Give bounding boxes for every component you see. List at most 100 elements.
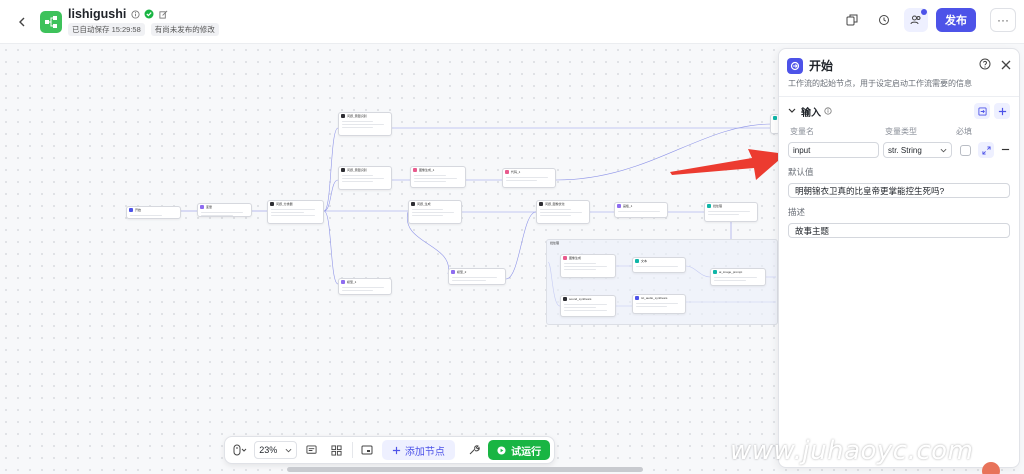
workflow-node[interactable]: 画板_1 — [614, 202, 668, 218]
help-icon[interactable] — [979, 58, 991, 73]
minimap-button[interactable] — [356, 440, 377, 460]
workflow-node[interactable]: 模型_2 — [448, 268, 506, 285]
col-variable-type: 变量类型 — [885, 127, 917, 136]
info-icon[interactable] — [130, 9, 140, 19]
mouse-mode-button[interactable] — [229, 440, 250, 460]
comment-button[interactable] — [301, 440, 322, 460]
header: lishigushi 已自动保存 15:29:58 有尚未发布的修改 发布 ··… — [0, 0, 1024, 44]
workflow-node[interactable]: 问题_分类器 — [267, 200, 324, 224]
workflow-icon — [45, 15, 57, 28]
node-title: 批处理 — [713, 204, 723, 208]
users-icon — [910, 15, 921, 25]
zoom-value: 23% — [259, 445, 278, 455]
watermark-text: www.juhaoyc.com — [730, 436, 974, 466]
node-title: sound_synthesis — [569, 297, 592, 301]
workflow-node[interactable]: 模型_1 — [338, 278, 392, 295]
notification-dot — [921, 9, 927, 15]
add-node-button[interactable]: 添加节点 — [381, 440, 456, 460]
remove-variable-button[interactable] — [1001, 143, 1010, 157]
variable-type-value: str. String — [888, 145, 922, 155]
history-icon — [879, 15, 889, 25]
variable-row: input str. String — [779, 137, 1019, 158]
toolbar-divider — [351, 442, 353, 458]
minimap-icon — [361, 445, 373, 454]
node-title: 问题_图像优化 — [545, 202, 565, 206]
import-icon — [977, 106, 987, 116]
workflow-node[interactable]: txt_audio_synthesis — [632, 294, 686, 314]
panel-description: 工作流的起始节点，用于设定启动工作流需要的信息 — [788, 79, 972, 88]
chevron-down-icon[interactable] — [788, 108, 796, 114]
workflow-node[interactable]: sound_synthesis — [560, 295, 616, 317]
input-section-title: 输入 — [801, 107, 821, 119]
node-title: 图像生成_1 — [419, 168, 435, 172]
edit-icon[interactable] — [158, 9, 168, 19]
description-label: 描述 — [788, 207, 806, 217]
add-variable-button[interactable] — [994, 103, 1010, 119]
workflow-node[interactable]: 图像生成 — [560, 254, 616, 278]
unpublished-status: 有尚未发布的修改 — [150, 23, 219, 36]
test-run-button[interactable]: 试运行 — [488, 440, 551, 460]
workflow-node[interactable]: 问题_图像优化 — [536, 200, 590, 224]
node-title: 模型_2 — [457, 270, 467, 274]
grid-icon — [331, 444, 342, 456]
workflow-node[interactable]: 问题_生成 — [408, 200, 462, 224]
plus-icon — [392, 446, 400, 454]
close-icon[interactable] — [1001, 59, 1011, 73]
import-button[interactable] — [974, 103, 990, 119]
variable-name-input[interactable]: input — [788, 142, 879, 158]
history-button[interactable] — [872, 8, 896, 32]
copy-icon — [846, 14, 858, 26]
mouse-icon — [233, 444, 246, 456]
workflow-node[interactable]: ai_image_prompt — [710, 268, 766, 286]
start-node-panel: 开始 工作流的起始节点，用于设定启动工作流需要的信息 输入 变量名 变量类型 必… — [778, 48, 1020, 468]
expand-button[interactable] — [978, 142, 994, 158]
workflow-node[interactable]: 批处理 — [704, 202, 758, 222]
app-title: lishigushi — [68, 7, 127, 21]
node-title: 变量 — [206, 205, 213, 209]
node-title: 问题_意图识别 — [347, 114, 367, 118]
node-title: 图像生成 — [569, 256, 582, 260]
chevron-down-icon — [285, 448, 292, 452]
variable-type-select[interactable]: str. String — [883, 142, 952, 158]
zoom-select[interactable]: 23% — [254, 441, 298, 459]
copy-button[interactable] — [840, 8, 864, 32]
node-title: 问题_分类器 — [276, 202, 293, 206]
description-input[interactable]: 故事主题 — [788, 223, 1010, 238]
debug-button[interactable] — [463, 440, 484, 460]
wrench-icon — [469, 445, 480, 455]
chevron-down-icon — [940, 148, 947, 152]
workflow-node[interactable]: 文本 — [632, 257, 686, 273]
minus-icon — [1001, 148, 1010, 151]
floating-widget[interactable] — [982, 462, 1000, 474]
node-title: 画板_1 — [623, 204, 633, 208]
play-icon — [497, 445, 506, 455]
horizontal-scrollbar[interactable] — [287, 467, 643, 472]
more-button[interactable]: ··· — [990, 8, 1016, 32]
info-icon[interactable] — [824, 104, 832, 118]
divider — [779, 96, 1019, 97]
autosave-status: 已自动保存 15:29:58 — [68, 23, 145, 36]
back-button[interactable] — [12, 12, 32, 32]
col-required: 必填 — [956, 127, 972, 136]
node-title: 开始 — [135, 208, 142, 212]
workflow-node[interactable]: 问题_意图识别 — [338, 112, 392, 136]
publish-button[interactable]: 发布 — [936, 8, 976, 32]
bottom-toolbar: 23% 添加节点 试运行 — [224, 436, 555, 464]
workflow-node[interactable]: 图像生成_1 — [410, 166, 466, 188]
workflow-node[interactable]: 问题_意图识别 — [338, 166, 392, 190]
add-node-label: 添加节点 — [404, 446, 445, 458]
node-title: 问题_生成 — [417, 202, 431, 206]
workflow-node[interactable]: 变量 — [197, 203, 252, 217]
node-title: 文本 — [641, 259, 648, 263]
workflow-node[interactable]: 代码_1 — [502, 168, 556, 188]
workflow-node[interactable]: 开始 — [126, 206, 181, 219]
default-value-input[interactable]: 明朝锦衣卫真的比皇帝更掌能控生死吗? — [788, 183, 1010, 198]
node-title: 模型_1 — [347, 280, 357, 284]
default-value-label: 默认值 — [788, 167, 814, 177]
collaborators-button[interactable] — [904, 8, 928, 32]
plus-icon — [998, 107, 1006, 115]
required-checkbox[interactable] — [960, 144, 971, 156]
layout-button[interactable] — [326, 440, 347, 460]
col-variable-name: 变量名 — [790, 127, 814, 136]
test-run-label: 试运行 — [511, 446, 542, 458]
